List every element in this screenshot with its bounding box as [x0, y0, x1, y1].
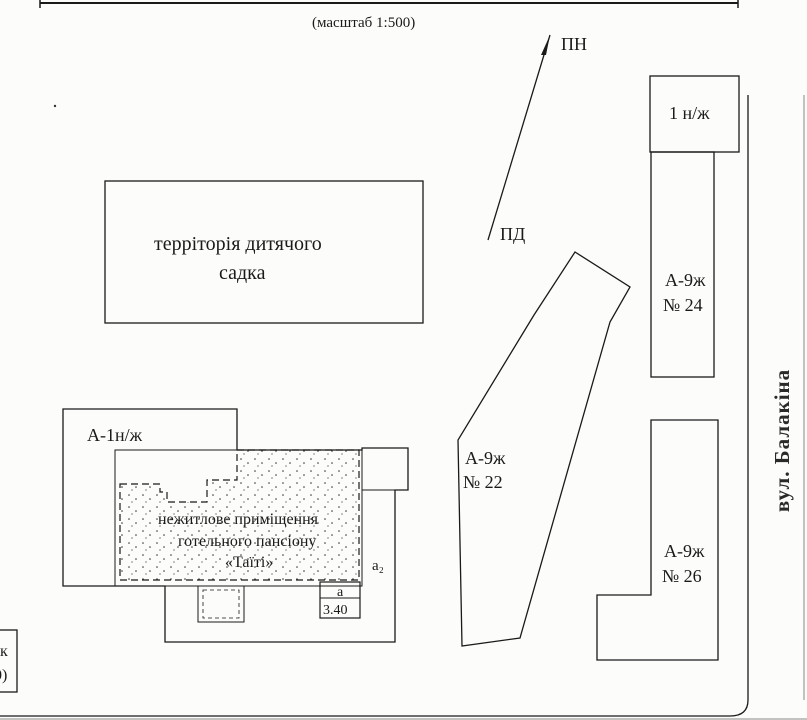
hotel-premises-area [119, 449, 360, 581]
building-24-number: № 24 [663, 295, 703, 315]
stray-dot [53, 104, 57, 108]
north-arrow-head [541, 35, 550, 55]
legend-fragment-box [0, 629, 18, 693]
annex-a [319, 581, 361, 619]
building-22-number: № 22 [463, 472, 503, 492]
legend-fragment-top: к [0, 643, 8, 660]
sub-room-left [197, 585, 245, 623]
building-26-number: № 26 [662, 566, 702, 586]
sub-room-left-inner [202, 589, 240, 619]
building-24-type: А-9ж [665, 270, 706, 290]
street-boundary-line [0, 95, 749, 717]
building-1-label: 1 н/ж [669, 103, 710, 123]
kindergarten-label-2: садка [219, 262, 266, 284]
building-22-type: А-9ж [465, 448, 506, 468]
kindergarten-territory [104, 180, 424, 324]
building-22 [457, 251, 631, 647]
legend-fragment-bottom: 0) [0, 667, 7, 684]
building-26-type: А-9ж [664, 541, 705, 561]
hotel-label-3: «Таїті» [225, 554, 273, 571]
building-24 [650, 151, 715, 378]
north-label: ПН [561, 34, 587, 54]
street-label: вул. Балакіна [770, 368, 795, 512]
annex-size-label: 3.40 [323, 603, 348, 618]
hotel-label-1: нежитлове приміщення [158, 511, 319, 528]
hotel-label-2: готельного пансіону [178, 533, 316, 550]
north-arrow-line [487, 34, 551, 241]
annex-a2-label: а₂ [372, 558, 384, 574]
annex-a-label: а [337, 585, 344, 600]
south-label: ПД [500, 224, 525, 244]
scale-label: (масштаб 1:500) [312, 15, 415, 31]
building-26 [596, 419, 719, 661]
building-a1-label: А-1н/ж [87, 425, 143, 445]
kindergarten-label-1: терріторія дитячого [154, 233, 322, 255]
street-label-wrap: вул. Балакіна [758, 330, 807, 550]
